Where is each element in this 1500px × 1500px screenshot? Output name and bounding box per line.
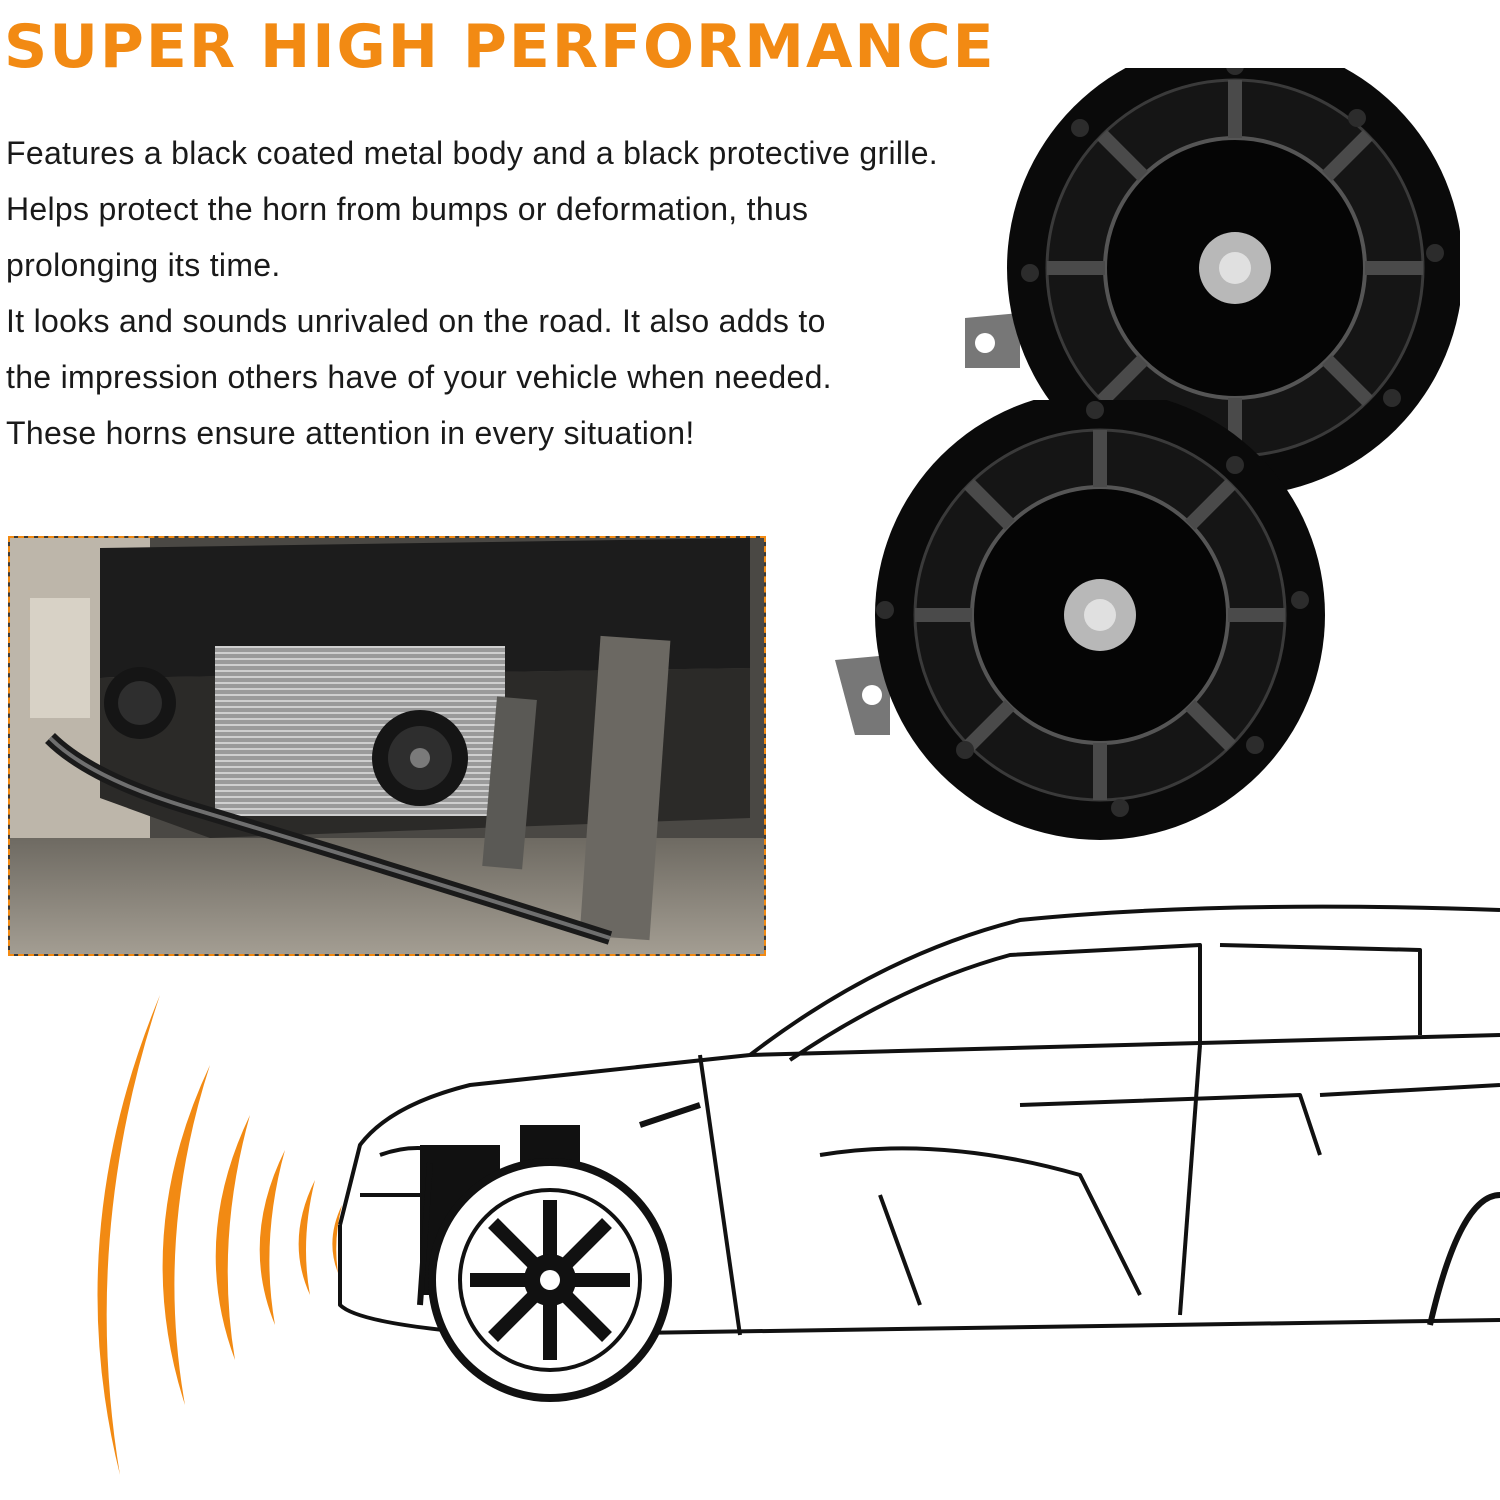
horn-product-front (830, 400, 1330, 840)
headline: SUPER HIGH PERFORMANCE (4, 12, 996, 82)
car-illustration (320, 895, 1500, 1415)
sound-wave-icon (70, 985, 360, 1485)
installation-photo (8, 536, 766, 956)
horn-product-back (960, 68, 1460, 498)
description: Features a black coated metal body and a… (6, 125, 1046, 461)
description-line: the impression others have of your vehic… (6, 359, 832, 395)
description-line: prolonging its time. (6, 247, 281, 283)
description-line: Features a black coated metal body and a… (6, 135, 938, 171)
installation-photo-illustration (10, 538, 764, 954)
description-line: Helps protect the horn from bumps or def… (6, 191, 809, 227)
description-line: It looks and sounds unrivaled on the roa… (6, 303, 826, 339)
description-line: These horns ensure attention in every si… (6, 415, 695, 451)
